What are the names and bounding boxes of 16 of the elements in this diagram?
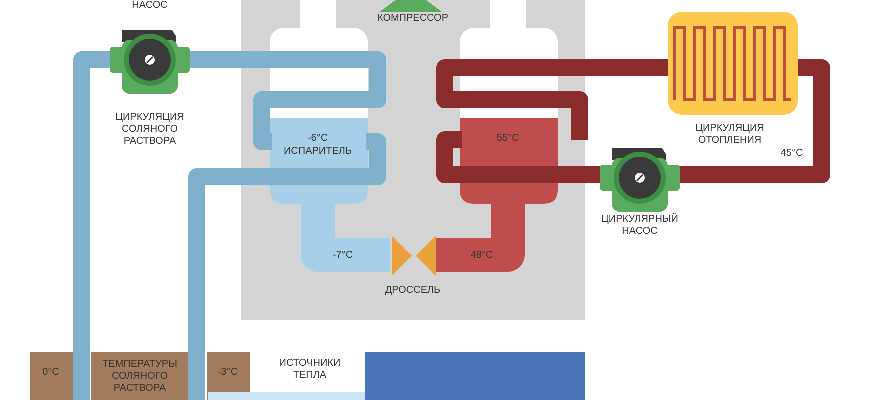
temperature-label: 0°C [42,367,60,379]
temperature-label: -6°C [306,133,330,145]
evaporator-label: ИСПАРИТЕЛЬ [282,146,354,158]
pump-label: ЦИРКУЛЯЦИЯ СОЛЯНОГО РАСТВОРА [114,112,186,148]
heat-source-label: ИСТОЧНИКИ ТЕПЛА [278,358,342,382]
pump-label: НАСОС [131,0,169,12]
brine-temperature-label: ТЕМПЕРАТУРЫ СОЛЯНОГО РАСТВОРА [102,359,178,395]
throttle-label: ДРОССЕЛЬ [384,285,442,297]
compressor-label: КОМПРЕССОР [376,13,450,25]
temperature-label: -7°C [332,250,354,262]
temperature-label: 45°C [780,148,804,160]
temperature-label: -3°C [216,367,240,379]
circuit-label: ЦИРКУЛЯЦИЯ ОТОПЛЕНИЯ [694,123,766,147]
temperature-label: 48°C [470,250,494,262]
pump-label: ЦИРКУЛЯРНЫЙ НАСОС [600,214,680,238]
temperature-label: 55°C [496,133,520,145]
